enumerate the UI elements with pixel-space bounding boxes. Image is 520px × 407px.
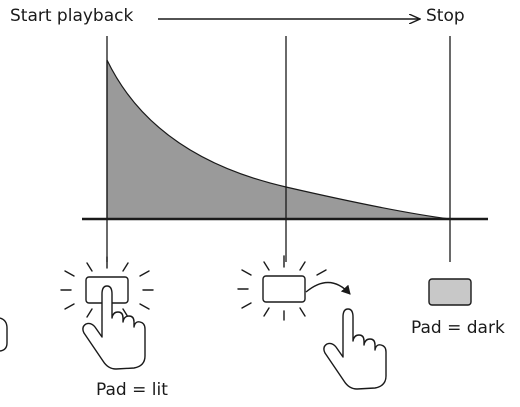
- release-arrow-icon: [305, 281, 351, 295]
- decay-curve: [106, 59, 451, 220]
- pad-lit-label: Pad = lit: [96, 380, 168, 400]
- cropped-edge-shape: [0, 317, 8, 352]
- pad-dark-icon: [428, 278, 472, 306]
- hand-pointer-icon: [323, 308, 387, 390]
- pad-dark-label: Pad = dark: [411, 318, 505, 338]
- stop-label: Stop: [426, 6, 465, 26]
- hand-pointer-icon: [82, 285, 146, 370]
- start-playback-label: Start playback: [10, 6, 134, 26]
- pad-lit-icon: [237, 255, 327, 321]
